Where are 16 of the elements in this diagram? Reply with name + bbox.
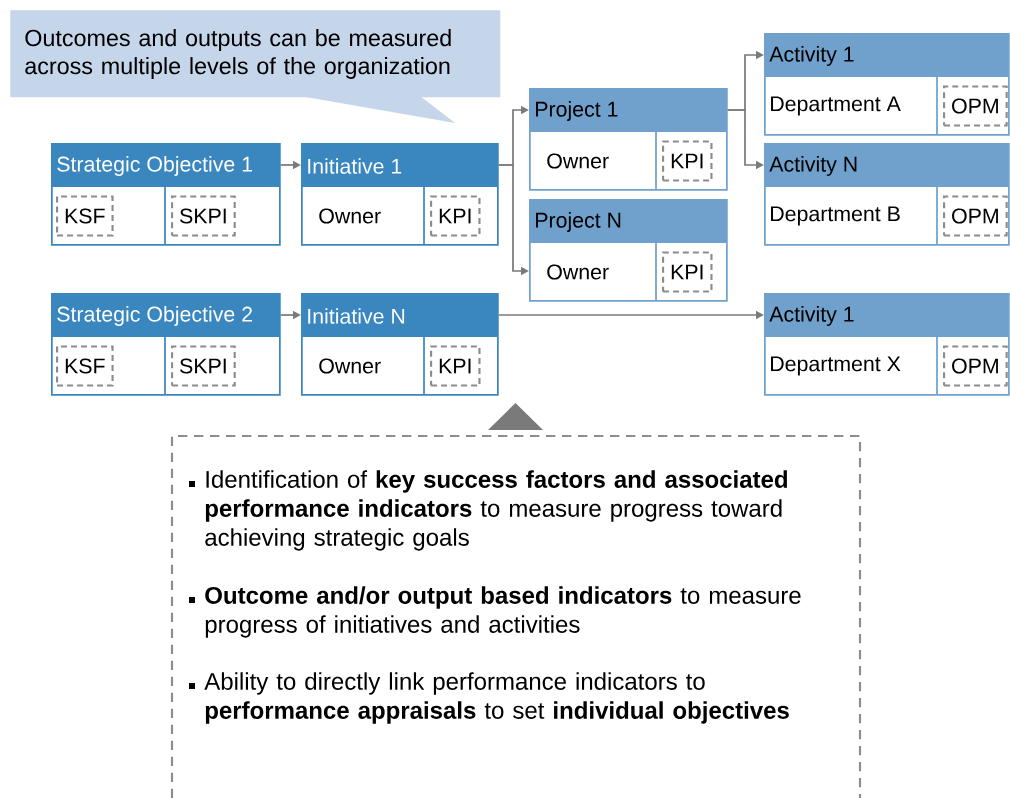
bullet-text: Identification of key success factors and associated performance indicators to measure progress toward achieving strategic goals (205, 470, 787, 551)
dashed-box: KSF (56, 195, 114, 237)
dashed-box: OPM (943, 195, 1008, 237)
speech-bubble: Outcomes and outputs can be measured across multiple levels of the organization (10, 10, 501, 123)
dashed-box: KPI (430, 195, 481, 237)
dashed-box: OPM (943, 345, 1008, 387)
dashed-box: SKPI (171, 345, 236, 387)
bullet-text: Ability to directly link performance indicators to performance appraisals to set individual objectives (204, 672, 789, 724)
dashed-panel (170, 434, 862, 798)
dashed-box: KSF (56, 345, 114, 387)
dashed-box: OPM (943, 85, 1008, 127)
dashed-box: KPI (662, 140, 713, 182)
dashed-box: SKPI (171, 195, 236, 237)
dashed-box: KPI (430, 345, 481, 387)
dashed-box: KPI (662, 251, 713, 293)
bullet-text: Outcome and/or output based indicators to measure progress of initiatives and activities (205, 586, 801, 638)
